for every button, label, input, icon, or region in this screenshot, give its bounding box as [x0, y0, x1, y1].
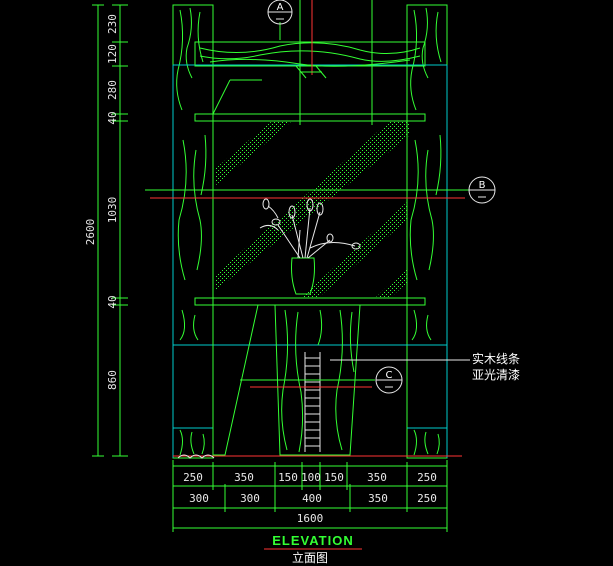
- section-mark-b: B: [468, 176, 496, 204]
- dim-120: 120: [106, 44, 119, 64]
- dim-b2-250: 250: [417, 492, 437, 505]
- bottom-dimensions: [172, 460, 448, 532]
- dim-b1-150-right: 150: [324, 471, 344, 484]
- dim-b2-300-mid: 300: [240, 492, 260, 505]
- section-lines: [145, 0, 470, 388]
- dim-b1-250-left: 250: [183, 471, 203, 484]
- dim-860: 860: [106, 370, 119, 390]
- dim-280: 280: [106, 80, 119, 100]
- section-mark-a: A: [267, 0, 293, 25]
- right-post: [406, 4, 448, 459]
- upper-shelf: [194, 79, 426, 122]
- dim-2600: 2600: [84, 219, 97, 246]
- dim-b1-150-left: 150: [278, 471, 298, 484]
- dim-b1-350-right: 350: [367, 471, 387, 484]
- section-label-b: B: [479, 180, 486, 191]
- left-dimensions: [92, 4, 128, 457]
- header-beam: [194, 41, 426, 67]
- dim-230: 230: [106, 14, 119, 34]
- dim-overall-width: 1600: [297, 512, 324, 525]
- note-solid-wood: 实木线条: [472, 351, 520, 366]
- dim-b1-350-left: 350: [234, 471, 254, 484]
- dim-b1-250-right: 250: [417, 471, 437, 484]
- dim-40-lower: 40: [106, 295, 119, 308]
- floor-line: [173, 454, 462, 459]
- console-base: [212, 304, 361, 456]
- section-label-a: A: [277, 2, 284, 13]
- left-post: [172, 4, 214, 459]
- drawing-subtitle: 立面图: [292, 550, 328, 565]
- dim-b1-100: 100: [301, 471, 321, 484]
- glass-hatch: [216, 121, 410, 298]
- console-top: [194, 297, 426, 306]
- dim-b2-300-left: 300: [189, 492, 209, 505]
- dim-b2-350: 350: [368, 492, 388, 505]
- section-label-c: C: [386, 370, 393, 381]
- ladder: [304, 352, 321, 452]
- drawing-title: ELEVATION: [272, 533, 353, 548]
- note-matte-varnish: 亚光清漆: [472, 368, 520, 382]
- dim-b2-400: 400: [302, 492, 322, 505]
- dim-1030: 1030: [106, 197, 119, 224]
- vase-with-flowers: [259, 198, 361, 295]
- section-mark-c: C: [375, 366, 403, 394]
- dim-40-upper: 40: [106, 111, 119, 124]
